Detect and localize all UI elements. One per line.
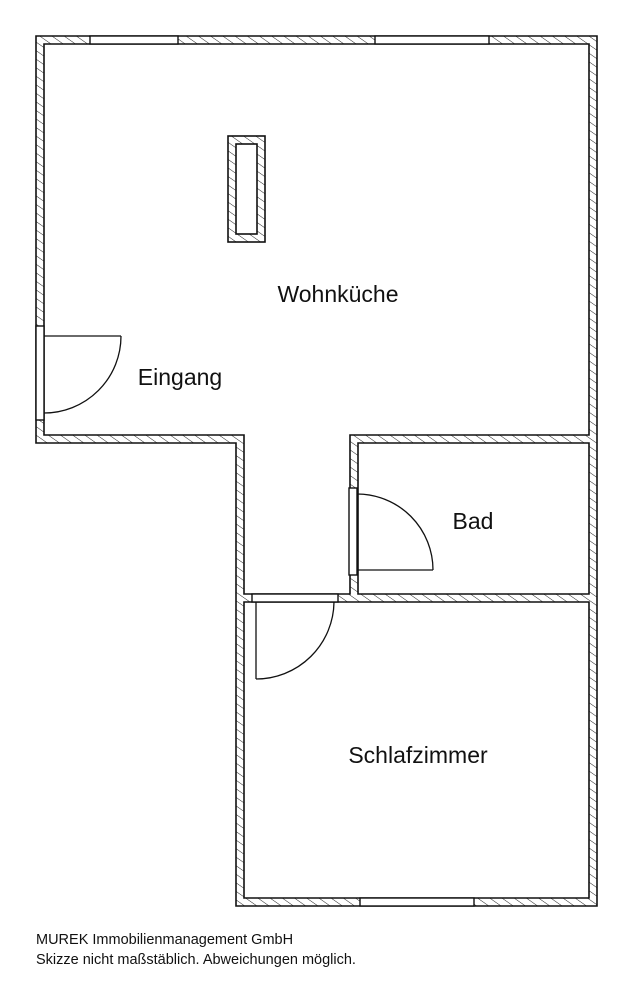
bathroom-door — [348, 487, 434, 576]
entrance-door — [35, 325, 122, 421]
room-label-eingang: Eingang — [138, 364, 222, 390]
window-bottom — [359, 897, 475, 907]
disclaimer: Skizze nicht maßstäblich. Abweichungen m… — [36, 952, 356, 968]
window-top-right — [374, 35, 490, 45]
room-label-wohnkueche: Wohnküche — [277, 281, 398, 307]
footer: MUREK Immobilienmanagement GmbH Skizze n… — [36, 930, 356, 970]
chimney — [227, 135, 266, 243]
company-name: MUREK Immobilienmanagement GmbH — [36, 932, 294, 948]
window-top-left — [89, 35, 179, 45]
room-label-bad: Bad — [453, 508, 494, 534]
room-label-schlafzimmer: Schlafzimmer — [348, 742, 488, 768]
walls — [35, 35, 598, 907]
bedroom-door — [251, 593, 339, 680]
